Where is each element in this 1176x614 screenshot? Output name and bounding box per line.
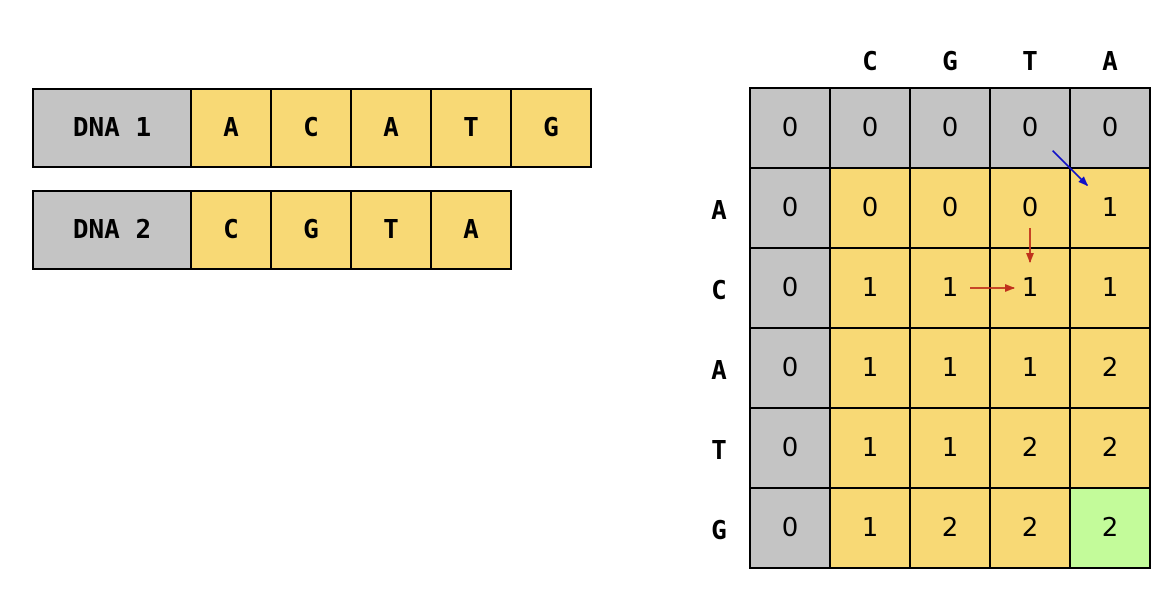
matrix-cell: 1 xyxy=(911,329,991,409)
matrix-cell: 0 xyxy=(751,89,831,169)
matrix-cell: 1 xyxy=(911,409,991,489)
matrix-cell: 2 xyxy=(991,409,1071,489)
row-header: A xyxy=(711,196,727,226)
matrix-cell: 1 xyxy=(1071,169,1151,249)
dna2-base: G xyxy=(272,190,352,270)
matrix-cell: 1 xyxy=(831,489,911,569)
column-header: C xyxy=(862,47,878,77)
matrix-cell: 0 xyxy=(991,169,1071,249)
dna1-base: A xyxy=(352,88,432,168)
dna1-base: C xyxy=(272,88,352,168)
matrix-cell: 1 xyxy=(831,329,911,409)
dna1-base: A xyxy=(192,88,272,168)
dna2-base: T xyxy=(352,190,432,270)
matrix-cell: 0 xyxy=(831,169,911,249)
column-header: T xyxy=(1022,47,1038,77)
matrix-cell: 0 xyxy=(751,409,831,489)
dna1-base: G xyxy=(512,88,592,168)
matrix-cell: 1 xyxy=(991,249,1071,329)
matrix-cell: 0 xyxy=(751,169,831,249)
matrix-cell: 2 xyxy=(991,489,1071,569)
matrix-cell: 1 xyxy=(831,409,911,489)
matrix-cell: 0 xyxy=(911,169,991,249)
matrix-cell: 0 xyxy=(911,89,991,169)
matrix-cell: 2 xyxy=(911,489,991,569)
matrix-cell: 0 xyxy=(991,89,1071,169)
dna2-base: C xyxy=(192,190,272,270)
dna1-label: DNA 1 xyxy=(32,88,192,168)
matrix-cell: 0 xyxy=(751,329,831,409)
matrix-column-headers: C G T A xyxy=(830,40,1150,84)
row-header: G xyxy=(711,516,727,546)
matrix-cell: 1 xyxy=(991,329,1071,409)
dna2-base: A xyxy=(432,190,512,270)
matrix-cell: 1 xyxy=(911,249,991,329)
matrix-row-headers: A C A T G xyxy=(694,168,744,568)
matrix-cell: 2 xyxy=(1071,329,1151,409)
dna2-sequence: DNA 2 C G T A xyxy=(32,190,512,270)
matrix-cell: 0 xyxy=(751,489,831,569)
matrix-cell: 1 xyxy=(1071,249,1151,329)
column-header: G xyxy=(942,47,958,77)
row-header: A xyxy=(711,356,727,386)
row-header: T xyxy=(711,436,727,466)
matrix-cell: 2 xyxy=(1071,489,1151,569)
column-header: A xyxy=(1102,47,1118,77)
dna1-base: T xyxy=(432,88,512,168)
row-header: C xyxy=(711,276,727,306)
dna2-label: DNA 2 xyxy=(32,190,192,270)
matrix-cell: 0 xyxy=(751,249,831,329)
dna1-sequence: DNA 1 A C A T G xyxy=(32,88,592,168)
matrix-cell: 0 xyxy=(831,89,911,169)
matrix-cell: 1 xyxy=(831,249,911,329)
matrix-cell: 2 xyxy=(1071,409,1151,489)
matrix-cell: 0 xyxy=(1071,89,1151,169)
